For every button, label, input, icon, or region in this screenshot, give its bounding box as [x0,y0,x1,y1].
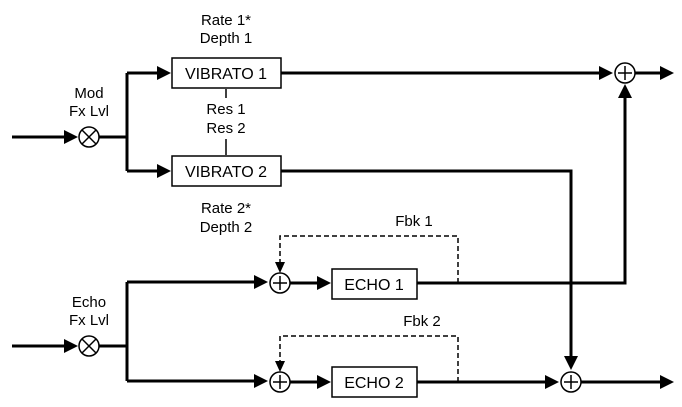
mod-level-label-line2: Fx Lvl [69,103,109,120]
vibrato1-in-arrow [157,66,171,80]
mod-split-wire [99,71,158,173]
mod-level-label-line1: Mod [74,85,103,102]
vibrato1-label: VIBRATO 1 [185,66,267,83]
echo1-in-arrow [317,276,331,290]
bottom-output-arrow [660,375,674,389]
echo1-feedback-arrow [275,262,285,273]
echo1-sum-node [269,272,291,294]
mod-input-arrow [64,130,78,144]
echo1-sum-in-arrow [254,275,268,289]
top-sum-up-arrow [618,84,632,98]
echo2-feedback-arrow [275,361,285,372]
echo2-block [331,366,418,398]
echo1-feedback-loop [279,235,459,283]
vibrato2-in-arrow [157,164,171,178]
echo2-label: ECHO 2 [344,375,404,392]
echo2-sum-in-arrow [254,374,268,388]
bottom-sum-node [560,371,582,393]
top-sum-node [614,62,636,84]
echo1-label: ECHO 1 [344,277,404,294]
vibrato1-res-label: Res 1 [206,101,245,118]
mod-fx-level-multiplier [78,126,100,148]
top-output-arrow [660,66,674,80]
bottom-sum-down-arrow [564,356,578,370]
vibrato2-depth-label: Depth 2 [200,219,253,236]
echo1-feedback-label: Fbk 1 [395,213,433,230]
top-sum-in-arrow [599,66,613,80]
vibrato2-block [171,155,282,187]
echo-split-wire [99,280,255,383]
vibrato1-block [171,57,282,89]
echo-level-label-line1: Echo [72,294,106,311]
echo2-feedback-label: Fbk 2 [403,313,441,330]
echo-input-arrow [64,339,78,353]
echo2-sum-node [269,371,291,393]
echo1-block [331,268,418,300]
vibrato2-rate-label: Rate 2* [201,200,251,217]
echo2-in-arrow [317,375,331,389]
echo1-out-wire [417,96,627,285]
vibrato1-depth-label: Depth 1 [200,30,253,47]
vibrato1-rate-label: Rate 1* [201,12,251,29]
echo-fx-level-multiplier [78,335,100,357]
echo-level-label-line2: Fx Lvl [69,312,109,329]
vibrato2-label: VIBRATO 2 [185,164,267,181]
vibrato2-out-wire [281,169,573,358]
vibrato2-res-label: Res 2 [206,120,245,137]
bottom-sum-in-arrow [545,375,559,389]
